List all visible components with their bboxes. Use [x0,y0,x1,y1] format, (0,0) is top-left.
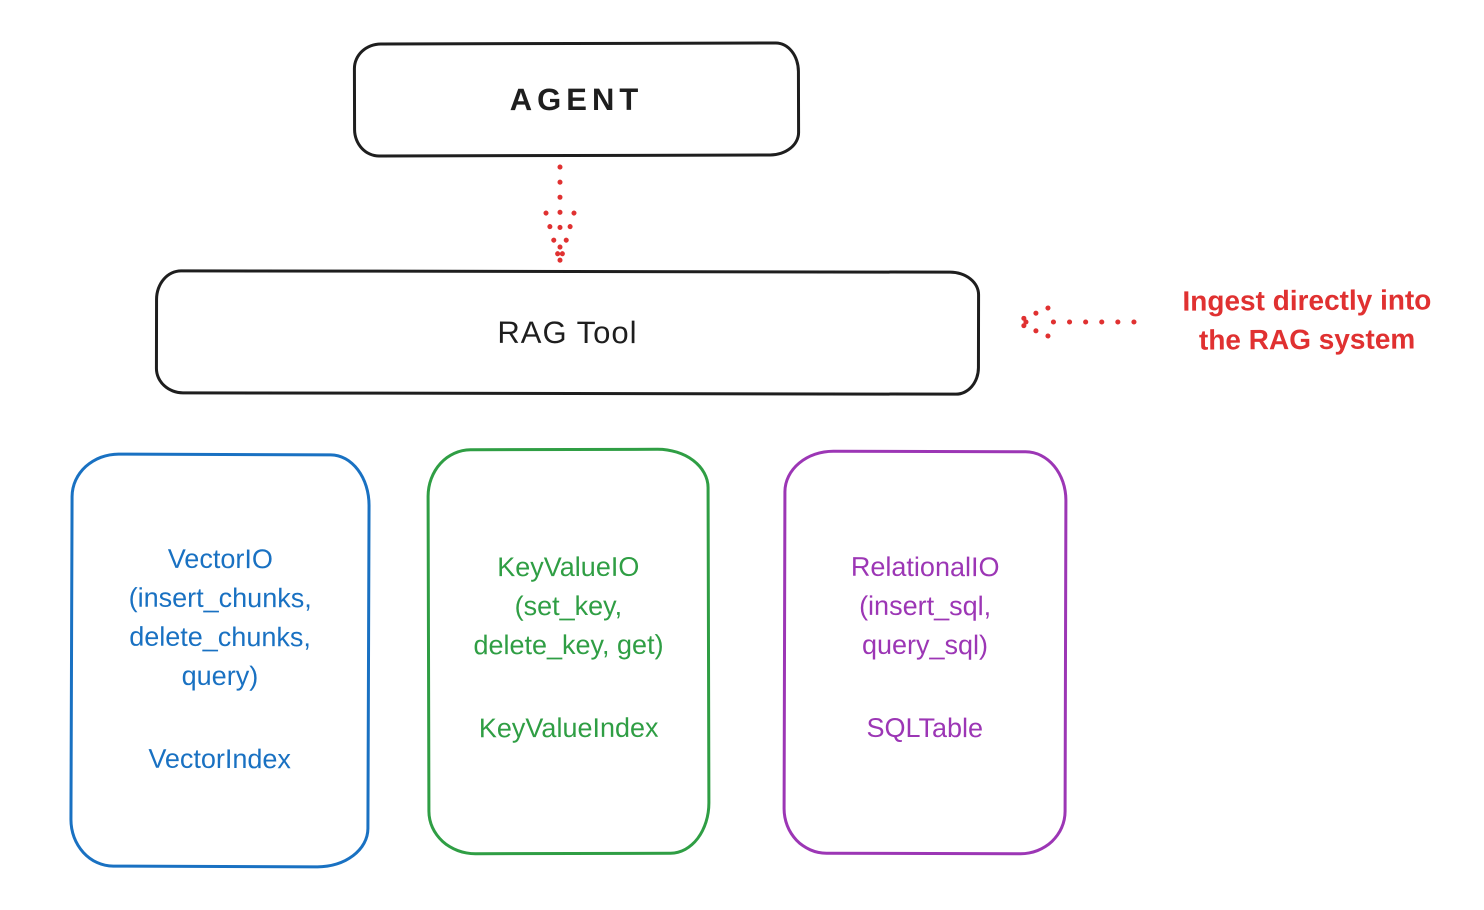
agent-label: AGENT [509,81,644,117]
keyvalue-io-title: KeyValueIO [497,551,640,583]
vector-io-title: VectorIO [167,543,273,575]
ingest-annotation: Ingest directly into the RAG system [1133,280,1481,360]
relational-io-title: RelationalIO [850,551,1000,583]
agent-node: AGENT [352,41,801,158]
vector-io-args-3: query) [181,660,259,692]
vector-io-args-2: delete_chunks, [129,621,311,653]
annotation-line-2: the RAG system [1198,323,1416,356]
vector-io-node: VectorIO (insert_chunks, delete_chunks, … [69,452,371,869]
annotation-line-1: Ingest directly into [1182,284,1432,317]
relational-io-args-2: query_sql) [861,629,989,661]
vector-io-args-1: (insert_chunks, [128,582,312,614]
ingest-annotation-arrow [1013,305,1137,339]
relational-io-args-1: (insert_sql, [859,590,992,622]
keyvalue-io-node: KeyValueIO (set_key, delete_key, get) Ke… [426,447,711,856]
sql-table-label: SQLTable [866,712,984,744]
rag-tool-label: RAG Tool [497,314,638,350]
keyvalue-io-args-2: delete_key, get) [473,629,664,661]
keyvalue-io-args-1: (set_key, [514,590,623,622]
relational-io-node: RelationalIO (insert_sql, query_sql) SQL… [782,449,1068,856]
agent-to-rag-arrow [543,164,577,265]
rag-tool-node: RAG Tool [154,269,981,396]
vector-index-label: VectorIndex [148,743,292,775]
keyvalue-index-label: KeyValueIndex [478,712,659,744]
